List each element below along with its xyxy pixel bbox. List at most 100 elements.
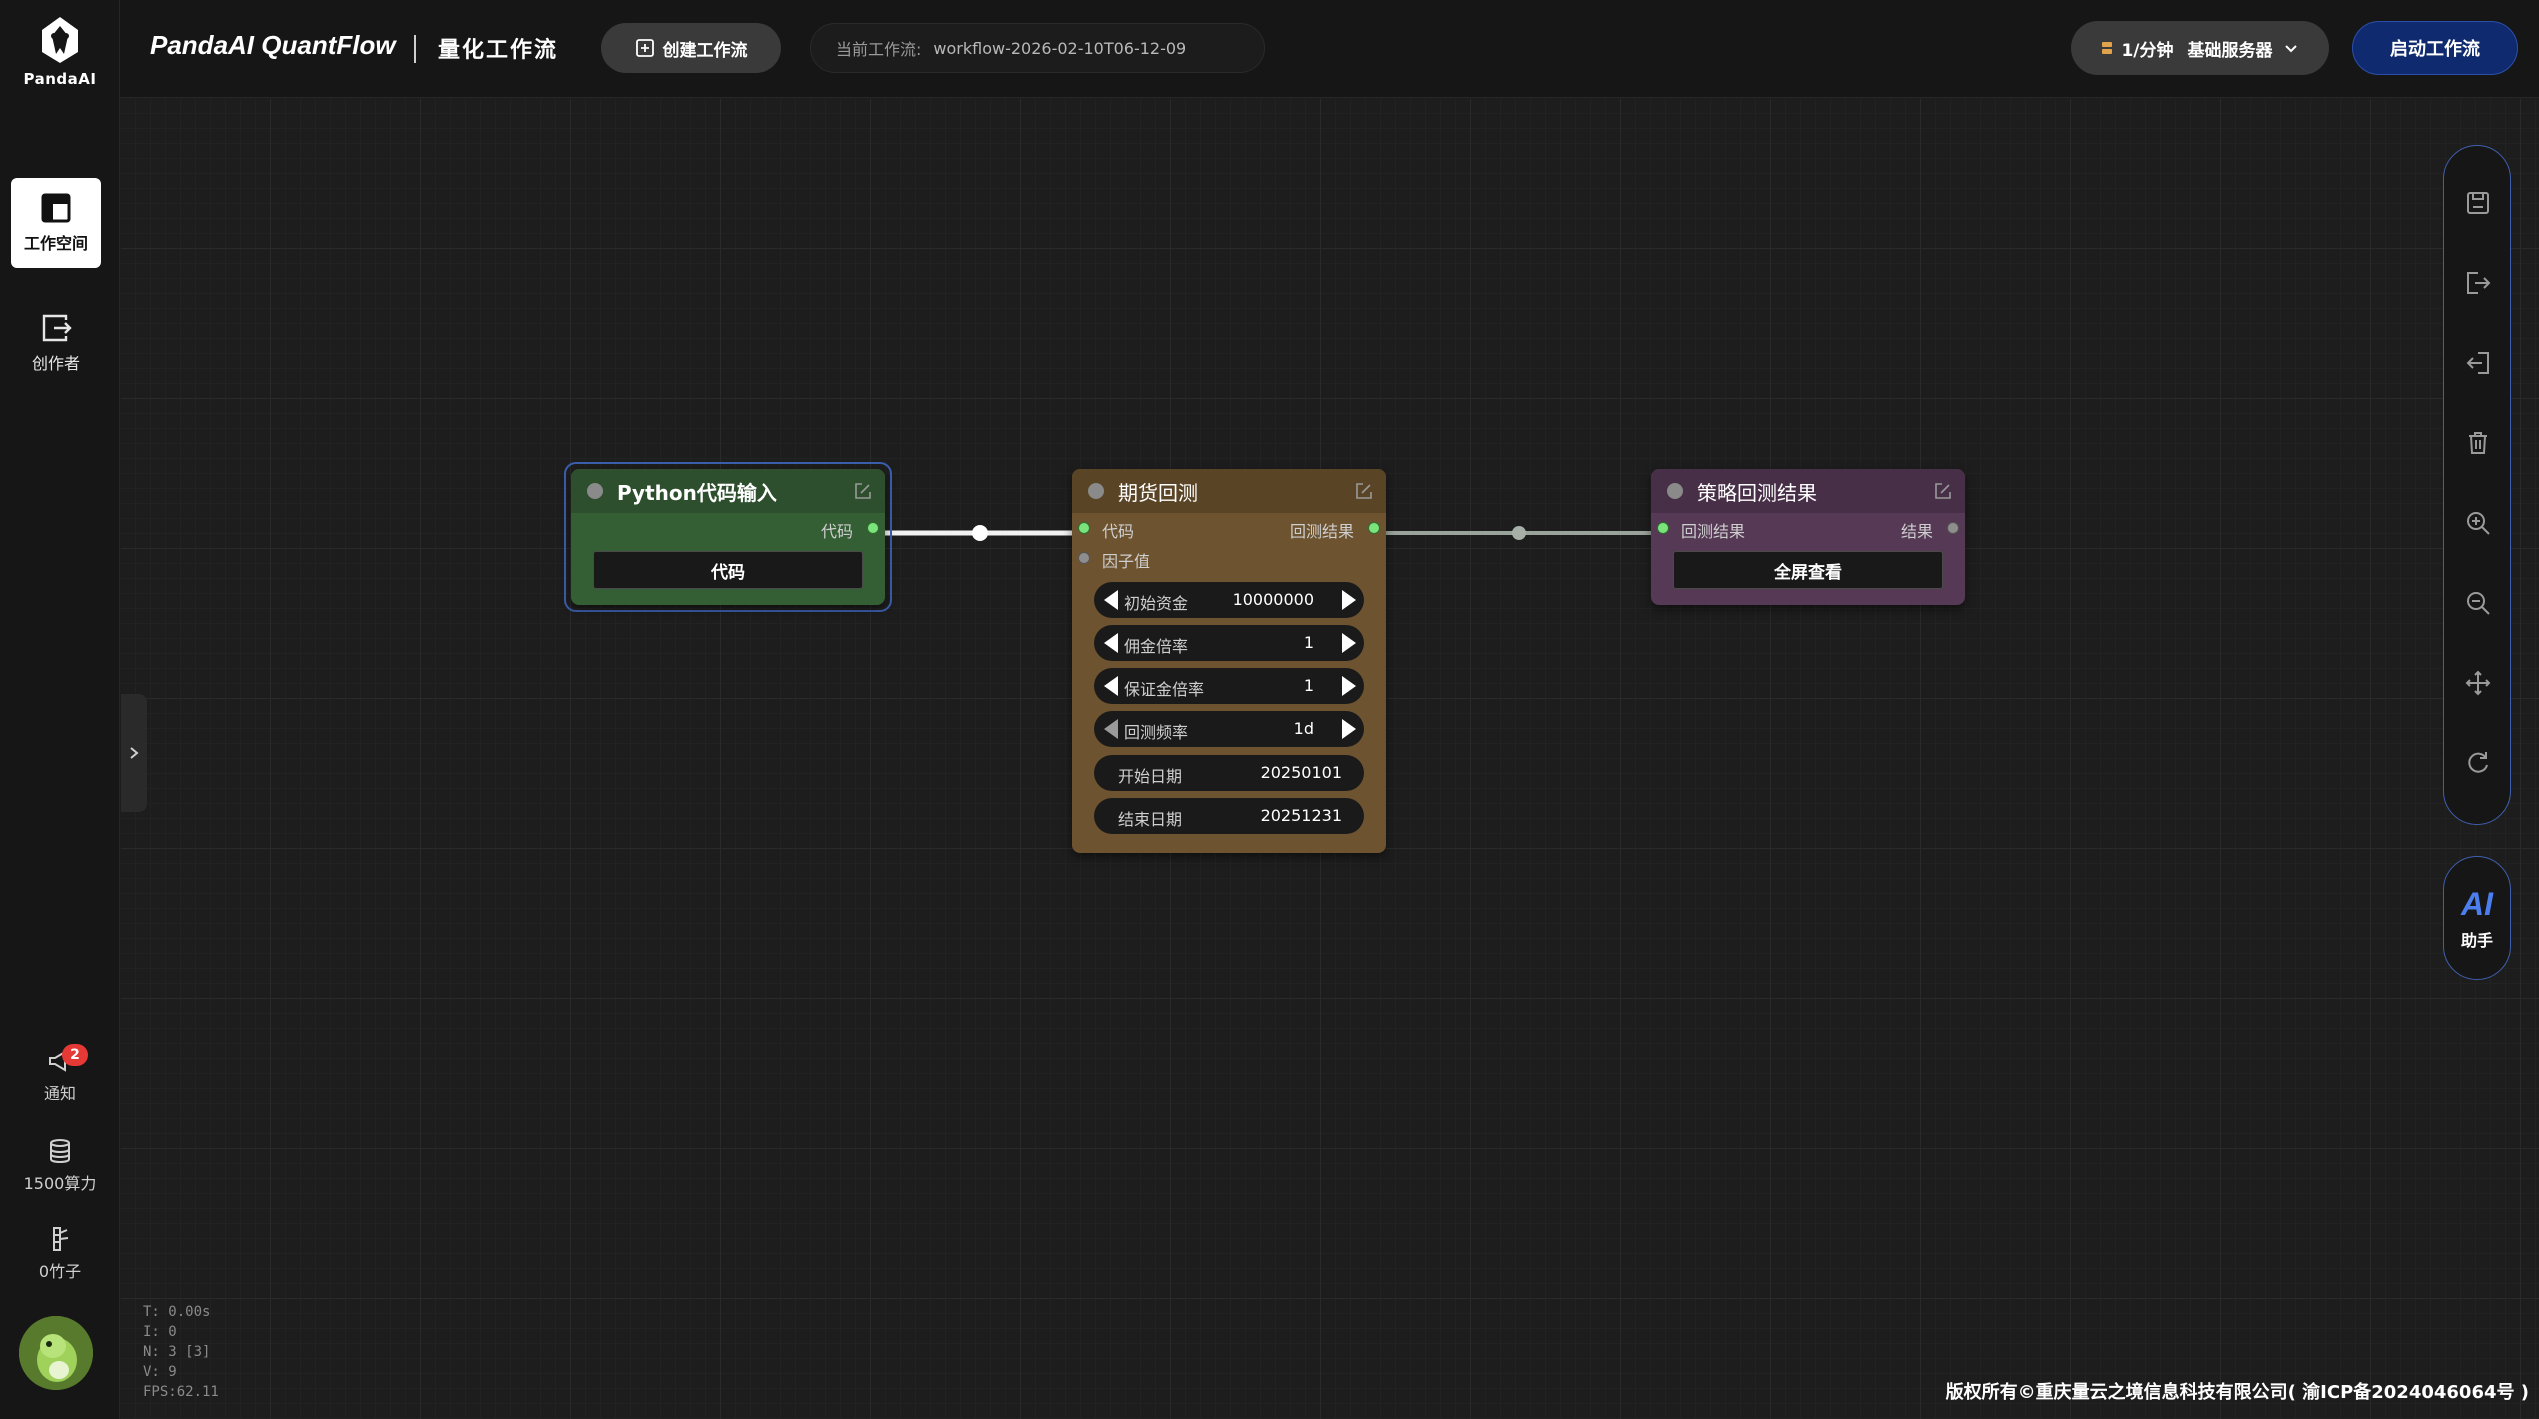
top-header: PandaAI QuantFlow 量化工作流 创建工作流 当前工作流: wor… — [120, 0, 2539, 98]
delete-button[interactable] — [2461, 426, 2495, 460]
node-header[interactable]: 期货回测 — [1072, 469, 1386, 513]
user-avatar[interactable] — [19, 1316, 93, 1390]
sidebar-item-workspace[interactable]: 工作空间 — [11, 178, 101, 268]
param-value: 20250101 — [1260, 763, 1342, 782]
zoom-out-button[interactable] — [2461, 586, 2495, 620]
param-value: 1 — [1303, 633, 1314, 652]
input-port-dot[interactable] — [1078, 552, 1090, 564]
node-title: 策略回测结果 — [1697, 480, 1817, 505]
stat-line: T: 0.00s — [143, 1304, 211, 1320]
port-row-factor: 因子值 — [1072, 543, 1386, 573]
brand-text: PandaAI — [23, 70, 97, 88]
panda-logo-icon — [42, 17, 78, 63]
plus-square-icon — [635, 39, 654, 57]
edit-icon[interactable] — [1354, 481, 1374, 501]
param-label: 佣金倍率 — [1124, 637, 1189, 656]
strategy-result-node[interactable]: 策略回测结果 回测结果 结果 全屏查看 — [1651, 469, 1965, 605]
fullscreen-view-button[interactable]: 全屏查看 — [1673, 551, 1943, 589]
increment-arrow-icon[interactable] — [1342, 590, 1356, 610]
server-rate: 1/分钟 — [2121, 40, 2174, 61]
param-value: 20251231 — [1260, 806, 1342, 825]
sidebar-item-bamboo[interactable]: 0竹子 — [0, 1218, 120, 1290]
current-workflow-field: 当前工作流: workflow-2026-02-10T06-12-09 — [810, 23, 1265, 73]
param-start-date[interactable]: 开始日期 20250101 — [1094, 755, 1364, 791]
input-port-label: 因子值 — [1102, 552, 1151, 571]
fit-view-button[interactable] — [2461, 666, 2495, 700]
output-port-dot[interactable] — [867, 522, 879, 534]
zoom-in-button[interactable] — [2461, 506, 2495, 540]
output-port-label: 回测结果 — [1289, 522, 1354, 541]
code-button[interactable]: 代码 — [593, 551, 863, 589]
sidebar-item-label: 1500算力 — [23, 1174, 97, 1193]
layout-icon — [41, 193, 71, 223]
database-icon — [50, 1139, 70, 1164]
edit-icon[interactable] — [1933, 481, 1953, 501]
decrement-arrow-icon[interactable] — [1104, 676, 1118, 696]
sidebar-item-compute[interactable]: 1500算力 — [0, 1130, 120, 1202]
input-port-dot[interactable] — [1657, 522, 1669, 534]
sidebar-item-notify[interactable]: 2 通知 — [0, 1040, 120, 1112]
node-status-dot — [1088, 483, 1104, 499]
increment-arrow-icon[interactable] — [1342, 719, 1356, 739]
param-value: 10000000 — [1232, 590, 1314, 609]
param-label: 开始日期 — [1118, 767, 1183, 786]
decrement-arrow-icon[interactable] — [1104, 590, 1118, 610]
python-code-node[interactable]: Python代码输入 代码 代码 — [571, 469, 885, 605]
node-title: Python代码输入 — [617, 480, 777, 505]
node-header[interactable]: 策略回测结果 — [1651, 469, 1965, 513]
increment-arrow-icon[interactable] — [1342, 676, 1356, 696]
param-label: 结束日期 — [1118, 810, 1183, 829]
pandaai-logo[interactable]: PandaAI — [0, 14, 120, 104]
node-status-dot — [587, 483, 603, 499]
stat-line: N: 3 [3] — [143, 1344, 211, 1360]
output-port-dot[interactable] — [1947, 522, 1959, 534]
param-label: 保证金倍率 — [1124, 680, 1205, 699]
node-header[interactable]: Python代码输入 — [571, 469, 885, 513]
edit-icon[interactable] — [853, 481, 873, 501]
refresh-button[interactable] — [2461, 746, 2495, 780]
output-port-dot[interactable] — [1368, 522, 1380, 534]
decrement-arrow-icon[interactable] — [1104, 633, 1118, 653]
export-icon — [2467, 272, 2491, 294]
stat-line: FPS:62.11 — [143, 1384, 219, 1400]
output-port-label: 代码 — [820, 522, 853, 541]
render-stats: T: 0.00s I: 0 N: 3 [3] V: 9 FPS:62.11 — [143, 1302, 219, 1402]
app-subtitle: 量化工作流 — [438, 38, 559, 63]
import-button[interactable] — [2461, 346, 2495, 380]
start-workflow-button[interactable]: 启动工作流 — [2352, 21, 2518, 75]
param-label: 回测频率 — [1124, 723, 1189, 742]
bamboo-icon — [53, 1227, 69, 1251]
create-workflow-button[interactable]: 创建工作流 — [601, 23, 781, 73]
create-workflow-label: 创建工作流 — [662, 40, 748, 61]
zoom-out-icon — [2467, 592, 2490, 615]
node-title: 期货回测 — [1118, 480, 1198, 505]
chevron-right-icon — [130, 747, 139, 759]
chevron-down-icon — [2284, 45, 2297, 53]
increment-arrow-icon[interactable] — [1342, 633, 1356, 653]
param-margin-rate[interactable]: 保证金倍率 1 — [1094, 668, 1364, 704]
sidebar-item-label: 工作空间 — [23, 234, 88, 253]
sidebar-item-creator[interactable]: 创作者 — [11, 298, 101, 388]
param-commission-rate[interactable]: 佣金倍率 1 — [1094, 625, 1364, 661]
python-node-selection — [564, 462, 892, 612]
ai-assistant-button[interactable]: AI 助手 — [2443, 856, 2511, 980]
input-port-dot[interactable] — [1078, 522, 1090, 534]
refresh-icon — [2468, 752, 2488, 773]
creator-icon — [42, 314, 72, 342]
save-button[interactable] — [2461, 186, 2495, 220]
port-row-output: 代码 — [571, 513, 885, 543]
sidebar-item-label: 创作者 — [31, 354, 80, 373]
sidebar-item-label: 0竹子 — [38, 1262, 82, 1281]
param-backtest-frequency[interactable]: 回测频率 1d — [1094, 711, 1364, 747]
futures-backtest-node[interactable]: 期货回测 代码 回测结果 因子值 初始资金 10000000 佣金倍率 1 保证… — [1072, 469, 1386, 853]
expand-panel-toggle[interactable] — [121, 694, 147, 812]
server-select[interactable]: 1/分钟 基础服务器 — [2071, 21, 2329, 75]
ai-icon: AI — [2461, 885, 2493, 922]
export-button[interactable] — [2461, 266, 2495, 300]
param-end-date[interactable]: 结束日期 20251231 — [1094, 798, 1364, 834]
server-name: 基础服务器 — [2187, 40, 2273, 61]
param-initial-capital[interactable]: 初始资金 10000000 — [1094, 582, 1364, 618]
param-value: 1d — [1293, 719, 1314, 738]
decrement-arrow-icon[interactable] — [1104, 719, 1118, 739]
param-label: 初始资金 — [1124, 594, 1189, 613]
